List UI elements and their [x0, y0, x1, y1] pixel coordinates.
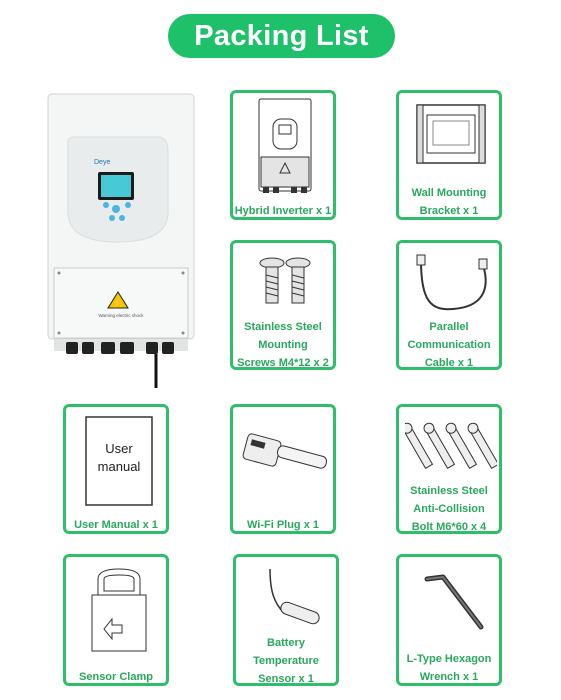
item-cable: Parallel Communication Cable x 1	[396, 240, 502, 370]
item-user-manual: User manual User Manual x 1	[63, 404, 169, 534]
cable-icon	[416, 254, 488, 311]
item-battery-sensor: Battery Temperature Sensor x 1	[233, 554, 339, 686]
item-label-1: Parallel	[429, 321, 469, 333]
sensor-clamp-icon	[91, 568, 147, 652]
bolts-icon	[405, 422, 497, 470]
item-wall-bracket: Wall Mounting Bracket x 1	[396, 90, 502, 220]
item-label-3: Sensor x 1	[258, 673, 314, 685]
item-screws: Stainless Steel Mounting Screws M4*12 x …	[230, 240, 336, 370]
hybrid-inverter-icon	[258, 98, 312, 193]
item-hex-wrench: L-Type Hexagon Wrench x 1	[396, 554, 502, 686]
item-label-1: Wall Mounting	[411, 187, 487, 199]
user-manual-icon: User manual	[85, 416, 153, 506]
hybrid-inverter-illustration: Deye ⚡ Warning electric shock	[47, 93, 195, 388]
screws-icon	[259, 257, 311, 304]
battery-sensor-icon	[269, 568, 320, 625]
item-sensor-clamp: Sensor Clamp	[63, 554, 169, 686]
warning-label: Warning electric shock	[98, 313, 144, 318]
wall-bracket-icon	[416, 104, 486, 164]
item-label-3: Bolt M6*60 x 4	[411, 521, 487, 533]
item-bolts: Stainless Steel Anti-Collision Bolt M6*6…	[396, 404, 502, 534]
item-label-1: Battery	[267, 637, 305, 649]
item-label-2: Mounting	[258, 339, 308, 351]
item-label-3: Screws M4*12 x 2	[237, 357, 329, 369]
wifi-plug-icon	[242, 433, 328, 469]
item-label-2: Anti-Collision	[413, 503, 485, 515]
item-hybrid-inverter: Hybrid Inverter x 1	[230, 90, 336, 220]
item-label-2: Temperature	[253, 655, 319, 667]
item-label-2: Communication	[407, 339, 491, 351]
item-label-2: Bracket x 1	[419, 205, 479, 217]
item-label-1: L-Type Hexagon	[406, 653, 492, 665]
svg-text:⚡: ⚡	[112, 297, 123, 309]
item-label-1: Stainless Steel	[410, 485, 488, 497]
item-wifi-plug: Wi-Fi Plug x 1	[230, 404, 336, 534]
page-title: Packing List	[168, 14, 395, 58]
item-label-2: Wrench x 1	[419, 671, 479, 683]
item-label: Wi-Fi Plug x 1	[246, 519, 319, 531]
item-label-3: Cable x 1	[424, 357, 474, 369]
manual-text-2: manual	[98, 459, 141, 474]
item-label: Hybrid Inverter x 1	[234, 205, 332, 217]
item-label: User Manual x 1	[74, 519, 158, 531]
item-label: Sensor Clamp	[79, 671, 153, 683]
item-label-1: Stainless Steel	[244, 321, 322, 333]
inverter-brand: Deye	[94, 159, 110, 166]
hex-wrench-icon	[424, 574, 484, 630]
manual-text-1: User	[105, 441, 133, 456]
